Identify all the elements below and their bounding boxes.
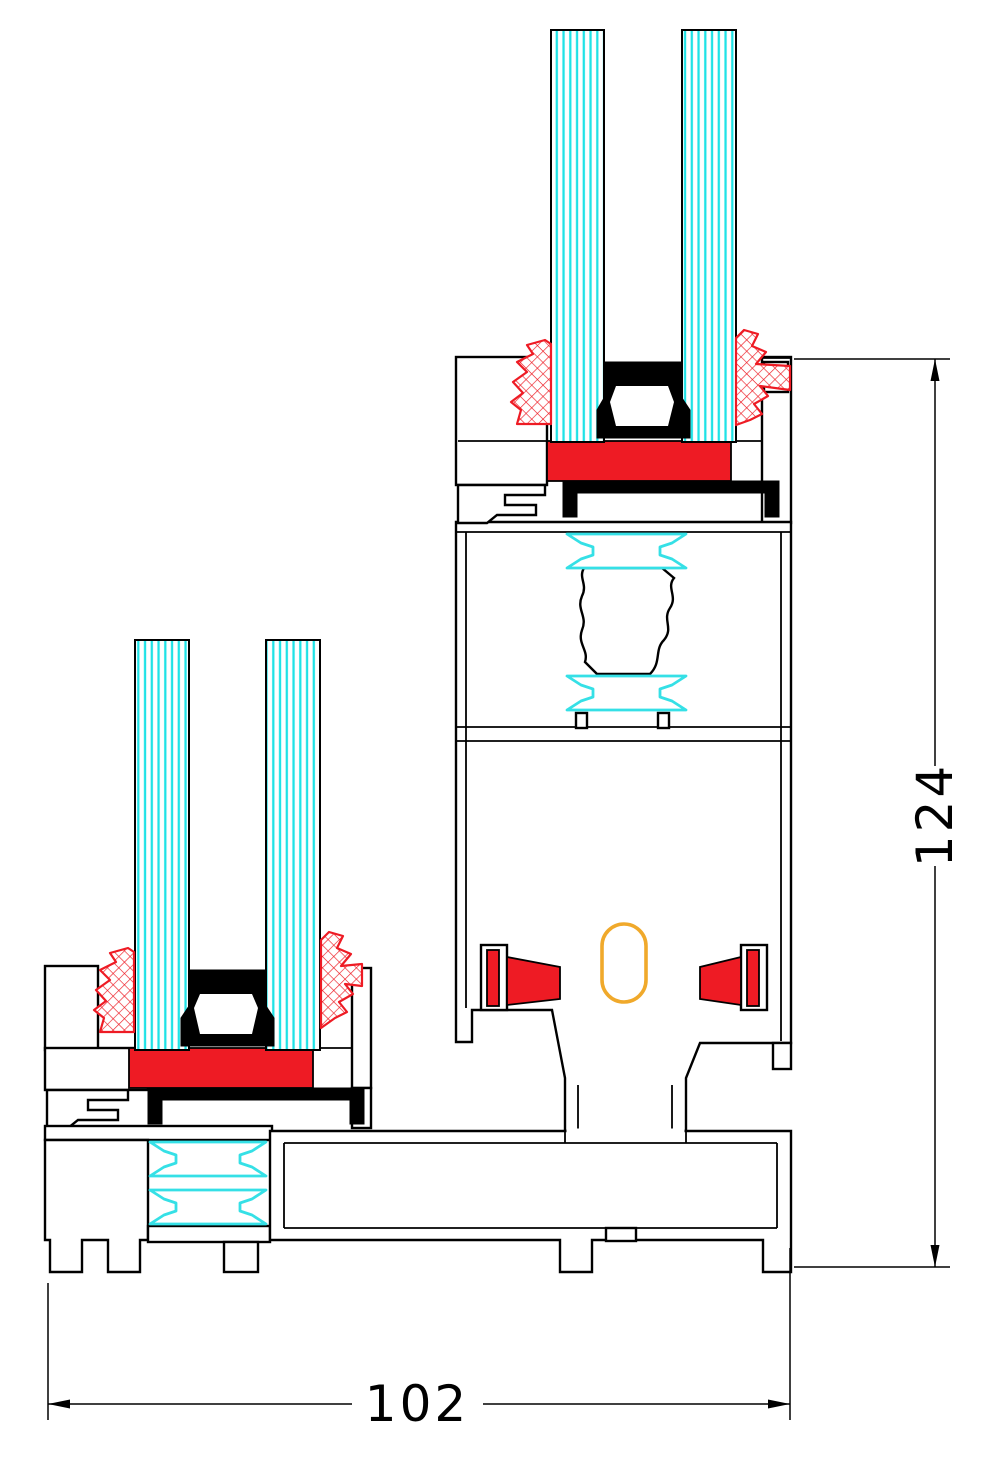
glazing-gasket: [509, 338, 553, 426]
arrowhead-icon: [930, 1245, 940, 1267]
upper-right-foot: [771, 1041, 793, 1071]
glass-pane: [265, 639, 321, 1051]
thermal-break-strip: [148, 1140, 268, 1178]
web-tab: [656, 711, 671, 730]
glazing-gasket: [734, 328, 792, 427]
arrowhead-icon: [48, 1399, 70, 1409]
glazing-gasket: [319, 930, 364, 1030]
snap-bracket: [456, 483, 547, 525]
igu-spacer-hole: [194, 994, 258, 1034]
sill-profile: [268, 1078, 793, 1274]
web-tab: [574, 711, 589, 730]
seal-stem: [746, 949, 760, 1007]
dimension-height-label: 124: [906, 763, 964, 867]
thermal-break-strip: [565, 532, 688, 570]
arrowhead-icon: [930, 359, 940, 381]
seal-wedge: [699, 955, 742, 1007]
thermal-break-strip: [148, 1188, 268, 1226]
glass-pane: [550, 29, 605, 443]
glazing-channel: [562, 480, 780, 518]
dimension-width-label: 102: [365, 1375, 469, 1433]
sill-body: [268, 1129, 793, 1274]
seal-wedge: [506, 955, 561, 1007]
glazing-gasket: [92, 946, 136, 1034]
glazing-channel: [147, 1087, 365, 1125]
bottom-foot: [222, 1240, 260, 1274]
center-strut: [579, 566, 676, 676]
stem-junction: [566, 1128, 685, 1134]
roller-capsule: [600, 922, 648, 1004]
setting-block: [546, 440, 732, 482]
glass-pane: [134, 639, 190, 1051]
sill-bottom-tab: [604, 1226, 638, 1243]
thermal-break-strip: [565, 674, 688, 712]
glass-pane: [681, 29, 737, 443]
dimension-height: 124: [794, 358, 964, 1268]
left-upstand: [43, 964, 100, 1052]
frame-web: [43, 1124, 274, 1142]
upper-frame-assembly: [454, 29, 793, 1133]
bottom-web: [146, 1224, 272, 1244]
dimension-width: 102: [47, 1248, 791, 1433]
setting-block: [128, 1047, 314, 1089]
seal-stem: [486, 949, 500, 1007]
arrowhead-icon: [768, 1399, 790, 1409]
igu-spacer-hole: [610, 386, 674, 426]
